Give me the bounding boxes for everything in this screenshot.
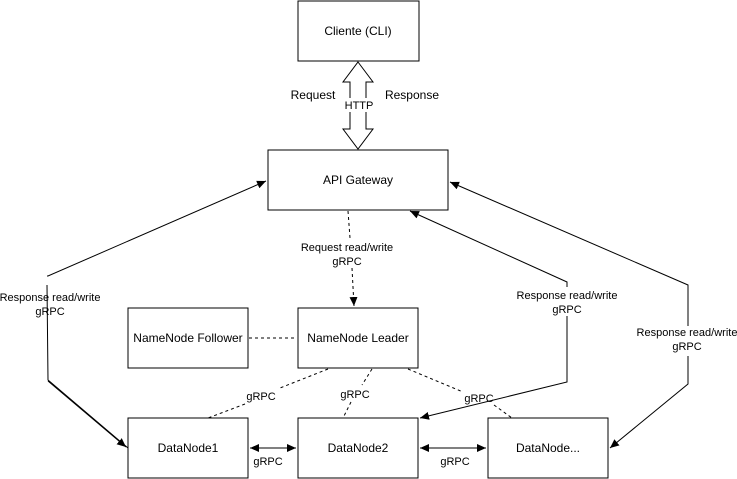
dn1-response-label-1: Response read/write <box>0 292 100 304</box>
datanode2-node: DataNode2 <box>297 417 419 479</box>
datanode2-label: DataNode2 <box>328 441 389 455</box>
datanode1-node: DataNode1 <box>127 417 249 479</box>
datanode1-label: DataNode1 <box>158 441 219 455</box>
client-node: Cliente (CLI) <box>297 0 420 62</box>
leader-dn2-edge-bottom <box>342 401 352 419</box>
dn3-response-label-2: gRPC <box>672 341 701 353</box>
gateway-node: API Gateway <box>267 149 449 211</box>
namenode-follower-node: NameNode Follower <box>127 307 249 369</box>
leader-dn3-edge-bottom <box>493 404 513 419</box>
datanode3-node: DataNode... <box>487 417 609 479</box>
dn2-response-label-2: gRPC <box>552 304 581 316</box>
leader-dn2-label: gRPC <box>340 389 369 401</box>
leader-dn3-label: gRPC <box>464 393 493 405</box>
http-label: HTTP <box>345 100 374 112</box>
dn3-response-edge-upper <box>449 181 689 326</box>
client-label: Cliente (CLI) <box>324 24 391 38</box>
dn1-dn2-label: gRPC <box>253 456 282 468</box>
dn1-response-edge-upper <box>47 180 267 277</box>
dn1-response-edge-lower <box>46 284 129 449</box>
leader-dn2-edge-top <box>361 368 373 386</box>
namenode-leader-label: NameNode Leader <box>307 331 408 345</box>
dn3-response-label-1: Response read/write <box>637 327 737 339</box>
namenode-leader-node: NameNode Leader <box>297 307 419 369</box>
dn3-response-edge-lower <box>609 356 689 449</box>
gateway-leader-edge-top <box>347 210 351 239</box>
http-request-label: Request <box>291 88 336 102</box>
dn1-response-label-2: gRPC <box>35 306 64 318</box>
dn1-response-arrowhead <box>47 380 127 448</box>
leader-dn1-edge-bottom <box>207 403 246 419</box>
leader-dn3-edge-top <box>407 368 464 393</box>
leader-dn1-edge-top <box>279 368 329 389</box>
dn2-response-edge-lower <box>419 316 568 420</box>
gateway-leader-edge <box>349 267 358 307</box>
http-response-label: Response <box>385 88 439 102</box>
dn2-response-label-1: Response read/write <box>517 290 618 302</box>
datanode3-label: DataNode... <box>516 441 580 455</box>
gateway-label: API Gateway <box>323 173 393 187</box>
leader-dn1-label: gRPC <box>246 391 275 403</box>
dn2-response-edge-upper <box>409 210 568 287</box>
http-double-arrow: HTTP <box>342 61 377 150</box>
namenode-follower-label: NameNode Follower <box>133 331 242 345</box>
dn2-dn3-label: gRPC <box>440 456 469 468</box>
gateway-leader-label-2: gRPC <box>332 256 361 268</box>
gateway-leader-label-1: Request read/write <box>301 242 393 254</box>
